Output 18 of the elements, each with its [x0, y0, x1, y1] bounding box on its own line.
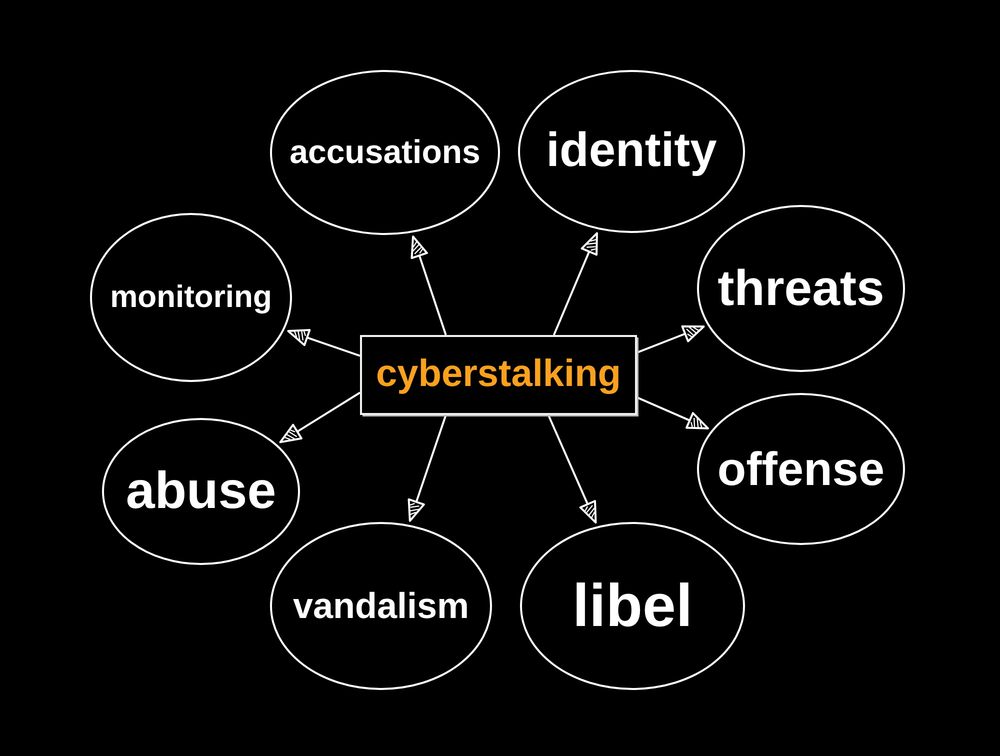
subtopic-label: vandalism [292, 586, 470, 626]
arrow [552, 232, 598, 336]
subtopic-label: abuse [126, 462, 276, 520]
arrow [408, 414, 447, 522]
subtopic-label: threats [718, 261, 884, 316]
arrow [547, 414, 597, 524]
subtopic-label: identity [546, 125, 717, 178]
subtopic-label: offense [717, 443, 885, 495]
arrow [636, 396, 710, 430]
subtopic-label: libel [572, 573, 693, 639]
subtopic-label: accusations [290, 134, 480, 171]
arrow [410, 236, 447, 336]
topic-box [360, 335, 637, 415]
arrow [636, 325, 705, 354]
subtopic-label: monitoring [110, 280, 272, 315]
arrow [279, 392, 361, 444]
topic-title: cyberstalking [376, 354, 621, 396]
arrow [287, 328, 360, 357]
